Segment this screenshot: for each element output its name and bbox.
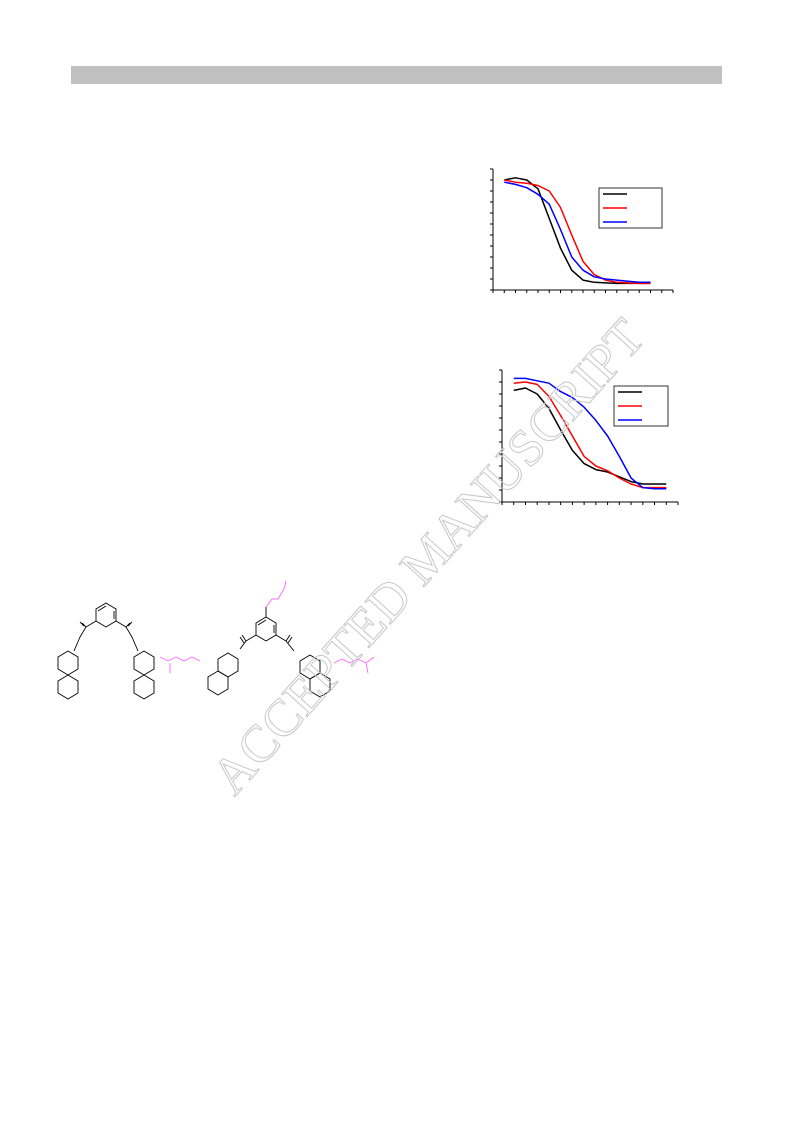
structure-1-left-ring-b — [57, 674, 79, 700]
chart-1 — [490, 168, 674, 293]
structure-1-right-ring-b — [133, 674, 155, 700]
structure-2-central-ring — [255, 616, 277, 642]
chart-1-series-2-line — [504, 179, 651, 285]
header-bar — [71, 66, 722, 84]
structure-2-right-ring-a — [299, 654, 321, 680]
chart-2-series-1-line — [513, 387, 667, 485]
chart-1-series-3-line — [504, 181, 651, 284]
structure-1-left-ring-a — [57, 650, 79, 676]
linker-left — [159, 656, 201, 673]
linker-top — [265, 580, 287, 608]
structure-1-right-ring-a — [133, 650, 155, 676]
chart-2 — [499, 369, 679, 505]
structure-2 — [207, 607, 331, 698]
structure-2-left-ring-b — [207, 670, 229, 696]
structure-1 — [57, 602, 155, 700]
chart-2-series-3-line — [513, 377, 667, 490]
chemical-structures-figure — [57, 580, 375, 700]
chart-2-series-2-line — [513, 381, 667, 489]
structure-2-left-ring-a — [217, 652, 239, 678]
structure-2-right-ring-b — [309, 672, 331, 698]
structure-1-central-ring — [95, 602, 117, 628]
linker-right — [333, 656, 375, 674]
